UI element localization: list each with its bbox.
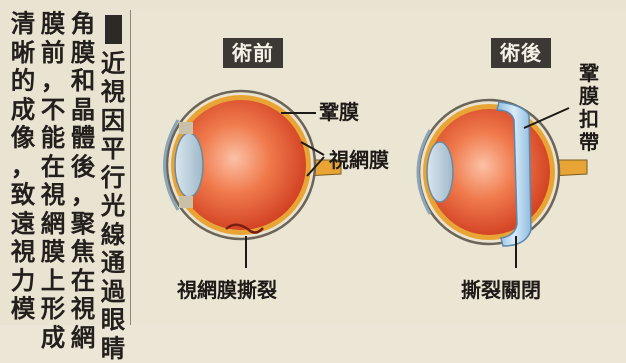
char: 過	[101, 278, 126, 307]
text-column-3: 膜 前 ， 不 能 在 視 網 膜 上 形 成	[38, 10, 68, 352]
eye-diagram-panel: 術前 術後 鞏膜 視網膜 視網膜撕裂 鞏膜扣帶 撕裂關閉	[130, 10, 626, 325]
char: 眼	[101, 306, 126, 335]
text-column-2: 角 膜 和 晶 體 後 ， 聚 焦 在 視 網	[68, 10, 98, 352]
char: 不	[41, 96, 66, 125]
char: 視	[101, 78, 126, 107]
text-column-1: 近 視 因 平 行 光 線 通 過 眼 睛	[98, 10, 128, 363]
char: 膜	[41, 238, 66, 267]
char: 成	[11, 96, 36, 125]
char: 膜	[41, 10, 66, 39]
char: 因	[101, 107, 126, 136]
char: 線	[101, 221, 126, 250]
char: 晶	[71, 96, 96, 125]
iris-bottom	[179, 196, 193, 208]
bullet-square	[105, 15, 122, 44]
char: 遠	[11, 210, 36, 239]
iris-top	[179, 122, 193, 134]
tag-before: 術前	[223, 38, 283, 68]
char: 視	[71, 295, 96, 324]
char: 網	[71, 324, 96, 353]
label-scleral-buckle: 鞏膜扣帶	[579, 62, 607, 154]
char: 角	[71, 10, 96, 39]
char: 近	[101, 50, 126, 79]
char: 膜	[71, 39, 96, 68]
char: 形	[41, 295, 66, 324]
char: 視	[11, 238, 36, 267]
char: 成	[41, 324, 66, 353]
char: 致	[11, 181, 36, 210]
char: 和	[71, 67, 96, 96]
char: 晰	[11, 39, 36, 68]
char: ，	[11, 153, 36, 182]
char: 視	[41, 181, 66, 210]
char: 前	[41, 39, 66, 68]
char: 在	[71, 267, 96, 296]
tag-after: 術後	[491, 38, 551, 68]
char: 在	[41, 153, 66, 182]
char: 像	[11, 124, 36, 153]
lens-after	[427, 142, 453, 202]
label-retina-tear: 視網膜撕裂	[177, 274, 277, 303]
char: 焦	[71, 238, 96, 267]
char: 體	[71, 124, 96, 153]
char: ，	[71, 181, 96, 210]
text-column-4: 清 晰 的 成 像 ， 致 遠 視 力 模	[8, 10, 38, 324]
char: 上	[41, 267, 66, 296]
char: 力	[11, 267, 36, 296]
char: 的	[11, 67, 36, 96]
char: 光	[101, 192, 126, 221]
char: 清	[11, 10, 36, 39]
char: 聚	[71, 210, 96, 239]
char: 通	[101, 249, 126, 278]
char: 後	[71, 153, 96, 182]
char: 行	[101, 164, 126, 193]
eye-after	[418, 100, 587, 246]
lens	[175, 133, 203, 197]
label-retina: 視網膜	[329, 144, 389, 173]
char: ，	[41, 67, 66, 96]
char: 模	[11, 295, 36, 324]
newspaper-clip: 近 視 因 平 行 光 線 通 過 眼 睛 角 膜 和 晶 體 後 ， 聚 焦 …	[0, 0, 626, 325]
label-tear-closed: 撕裂關閉	[461, 274, 541, 303]
char: 能	[41, 124, 66, 153]
char: 平	[101, 135, 126, 164]
char: 網	[41, 210, 66, 239]
label-sclera: 鞏膜	[319, 96, 359, 125]
char: 睛	[101, 335, 126, 363]
